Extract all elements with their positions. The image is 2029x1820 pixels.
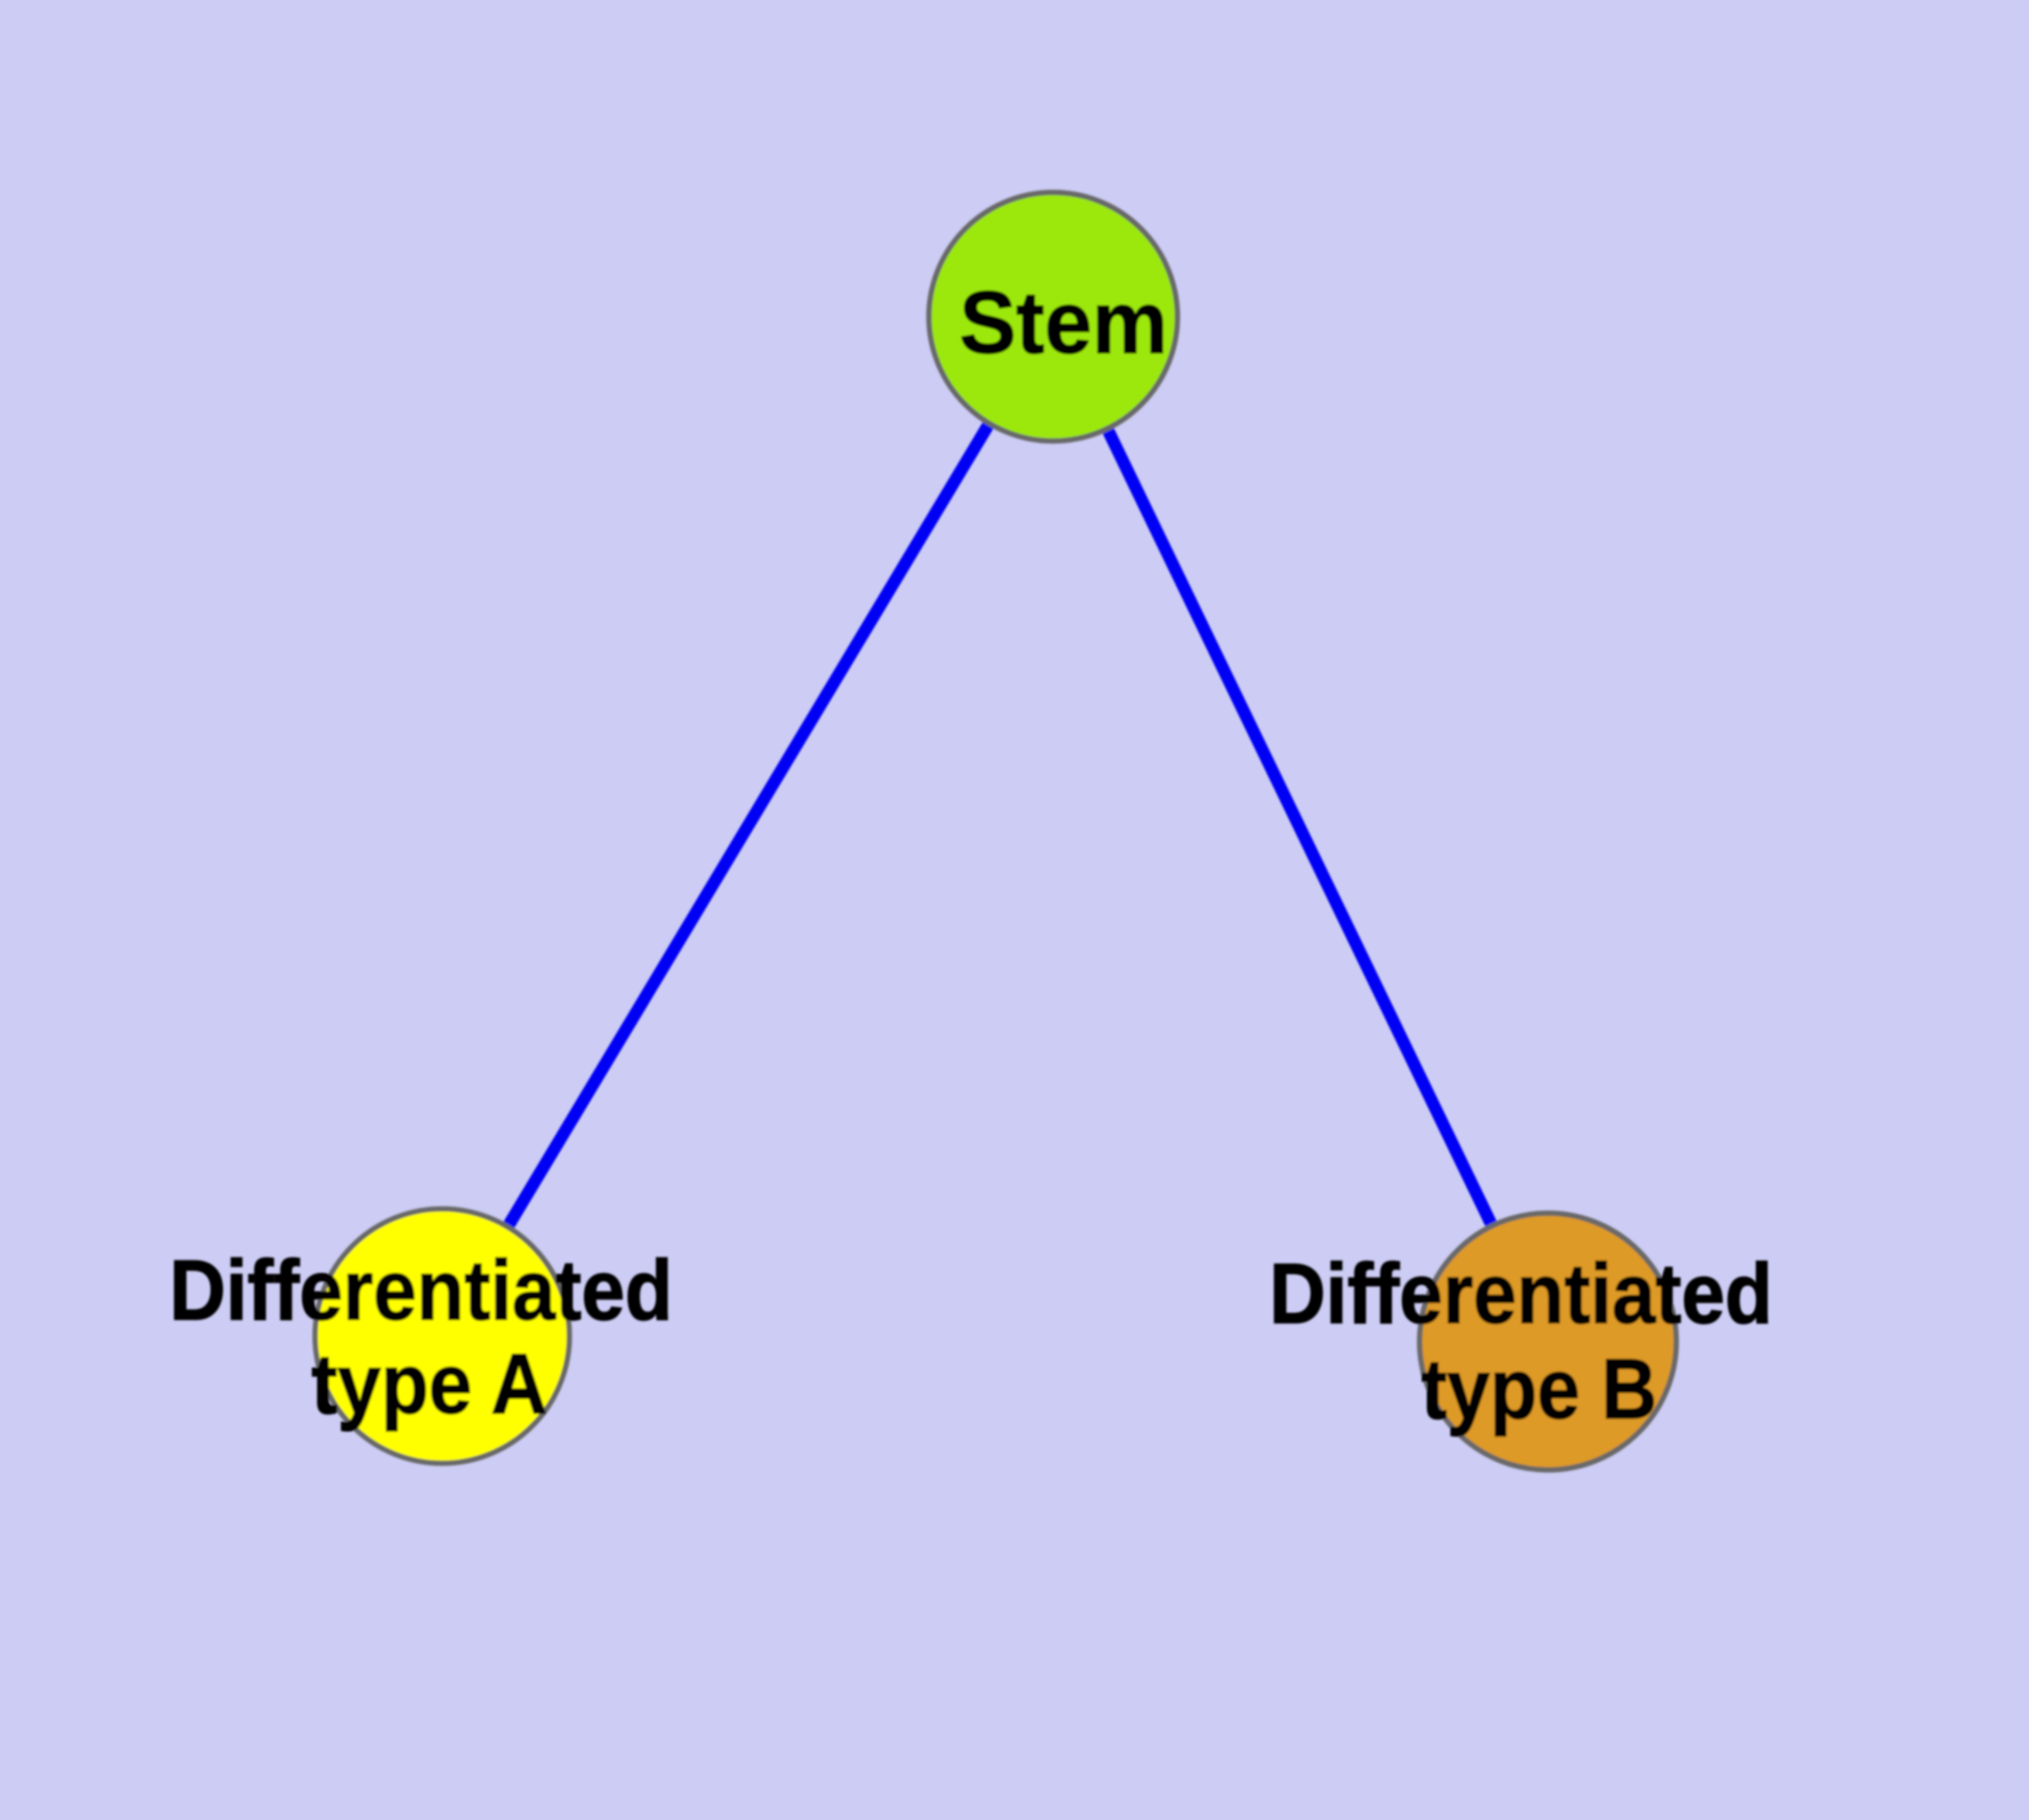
svg-text:type B: type B: [1421, 1342, 1657, 1437]
svg-text:Stem: Stem: [959, 274, 1168, 373]
svg-text:Differentiated: Differentiated: [1269, 1246, 1772, 1342]
svg-text:type A: type A: [311, 1336, 547, 1432]
svg-text:Differentiated: Differentiated: [169, 1243, 672, 1338]
